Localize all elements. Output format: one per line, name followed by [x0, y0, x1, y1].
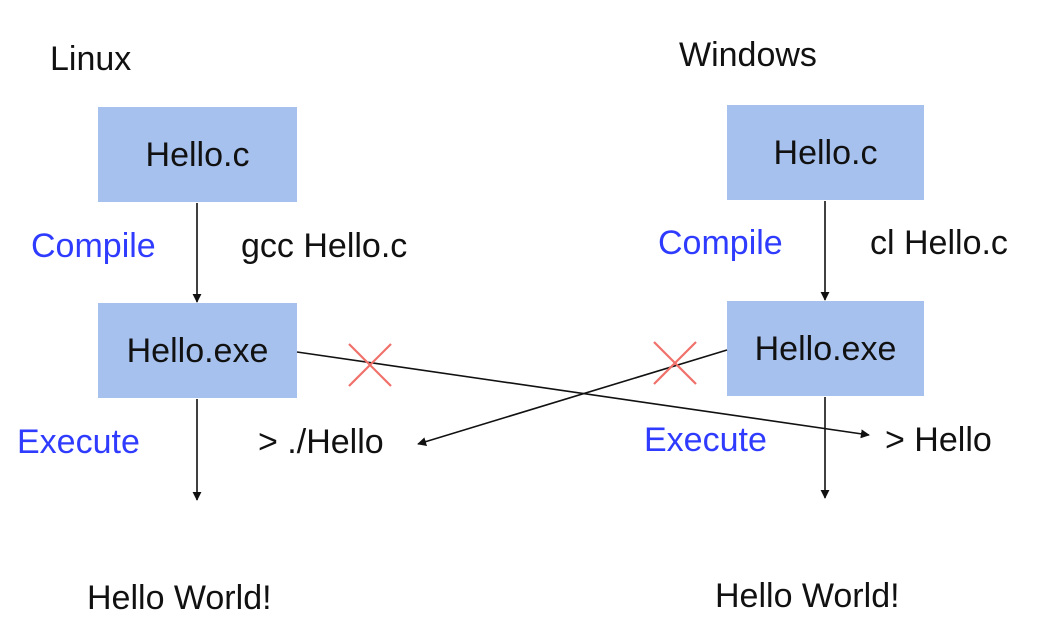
- linux-title: Linux: [50, 40, 132, 78]
- windows-output: Hello World!: [715, 577, 900, 615]
- windows-execute-label: Execute: [644, 421, 767, 459]
- windows-compile-command: cl Hello.c: [870, 224, 1008, 262]
- linux-exe-label: Hello.exe: [126, 331, 269, 370]
- windows-exe-label: Hello.exe: [754, 329, 897, 368]
- linux-compile-command: gcc Hello.c: [241, 227, 408, 265]
- windows-run-command: > Hello: [885, 421, 992, 459]
- windows-compile-label: Compile: [658, 224, 783, 262]
- linux-compile-label: Compile: [31, 227, 156, 265]
- linux-execute-label: Execute: [17, 423, 140, 461]
- linux-incompatible-x-icon: [348, 343, 392, 387]
- windows-exe-box: Hello.exe: [727, 301, 924, 396]
- linux-run-command: > ./Hello: [258, 423, 384, 461]
- windows-incompatible-x-icon: [653, 341, 697, 385]
- windows-source-box: Hello.c: [727, 105, 924, 200]
- windows-source-label: Hello.c: [773, 133, 878, 172]
- windows-title: Windows: [679, 36, 817, 74]
- linux-source-label: Hello.c: [145, 135, 250, 174]
- linux-output: Hello World!: [87, 579, 272, 617]
- linux-exe-box: Hello.exe: [98, 303, 297, 398]
- linux-source-box: Hello.c: [98, 107, 297, 202]
